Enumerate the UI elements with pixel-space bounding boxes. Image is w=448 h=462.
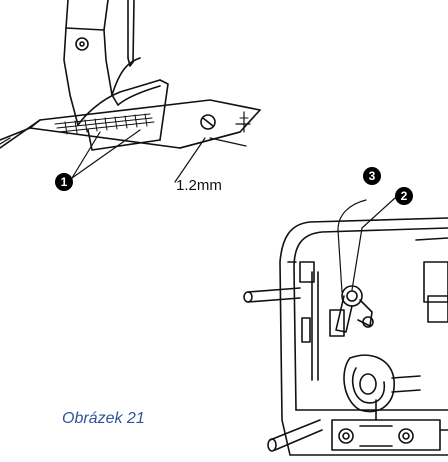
hook-area-drawing — [243, 197, 448, 456]
figure-caption: Obrázek 21 — [62, 410, 145, 427]
svg-text:2: 2 — [401, 189, 408, 203]
svg-text:3: 3 — [369, 169, 376, 183]
presser-foot-drawing — [0, 0, 261, 183]
marker-3: 3 — [363, 167, 381, 185]
dimension-label: 1.2mm — [176, 177, 222, 194]
marker-2: 2 — [395, 187, 413, 205]
svg-text:1: 1 — [61, 175, 68, 189]
marker-1: 1 — [55, 173, 73, 191]
